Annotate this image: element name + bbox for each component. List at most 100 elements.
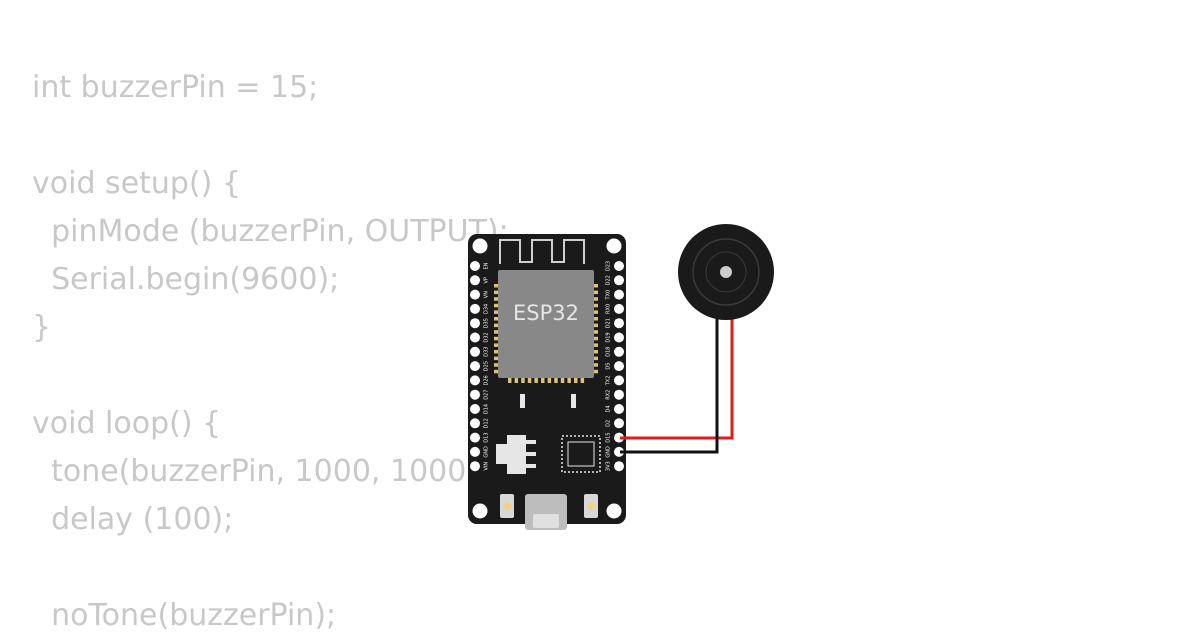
code-line: }: [32, 310, 52, 345]
pin-label: GND: [606, 446, 612, 458]
module-pad: [547, 378, 552, 383]
pin-tx2[interactable]: [614, 375, 624, 386]
module-pad: [494, 369, 498, 374]
module-pad: [594, 369, 598, 374]
module-pad: [594, 323, 598, 328]
esp32-module: [498, 270, 594, 378]
boot-button[interactable]: [584, 494, 598, 518]
pin-d26[interactable]: [470, 375, 480, 386]
pin-label: D32: [484, 332, 490, 342]
pin-label: D27: [484, 390, 490, 400]
code-listing: int buzzerPin = 15;void setup() { pinMod…: [32, 64, 509, 640]
pin-vn[interactable]: [470, 289, 480, 300]
mounting-hole: [472, 238, 488, 254]
pin-d13[interactable]: [470, 432, 480, 443]
pin-d12[interactable]: [470, 418, 480, 429]
pin-d2[interactable]: [614, 418, 624, 429]
pin-label: D22: [606, 275, 612, 285]
code-line: Serial.begin(9600);: [32, 262, 340, 297]
piezo-buzzer[interactable]: [678, 224, 774, 320]
pin-d34[interactable]: [470, 303, 480, 314]
module-pad: [527, 378, 532, 383]
pin-d21[interactable]: [614, 318, 624, 329]
pin-gnd[interactable]: [470, 446, 480, 457]
mounting-hole: [472, 503, 488, 519]
pin-d25[interactable]: [470, 361, 480, 372]
pin-vp[interactable]: [470, 275, 480, 286]
module-pad: [594, 343, 598, 347]
module-pad: [494, 323, 498, 328]
pin-label: D35: [484, 318, 490, 328]
pin-d15[interactable]: [614, 432, 624, 443]
pin-label: D18: [606, 347, 612, 357]
module-pad: [594, 336, 598, 341]
wire-negative-black: [620, 318, 719, 454]
pin-d19[interactable]: [614, 332, 624, 343]
smd-pad: [571, 394, 576, 408]
pin-rx0[interactable]: [614, 303, 624, 314]
code-line: delay (100);: [32, 502, 234, 537]
module-pad: [494, 297, 498, 301]
buzzer-ring-inner: [705, 251, 747, 293]
mounting-hole: [606, 503, 622, 519]
module-pad: [494, 330, 498, 334]
en-button[interactable]: [500, 494, 514, 518]
pin-vin[interactable]: [470, 461, 480, 472]
pin-tx0[interactable]: [614, 289, 624, 300]
left-pin-header: ENVPVND34D35D32D33D25D26D27D14D12D13GNDV…: [470, 261, 490, 472]
mounting-hole: [606, 238, 622, 254]
code-line: int buzzerPin = 15;: [32, 70, 319, 105]
module-pad: [494, 303, 498, 308]
pin-label: RX2: [606, 390, 612, 400]
module-pad: [494, 317, 498, 321]
pin-label: TX2: [606, 376, 612, 387]
pin-label: D19: [606, 332, 612, 342]
code-line: void setup() {: [32, 166, 241, 201]
pin-d27[interactable]: [470, 389, 480, 400]
module-pad: [521, 378, 525, 383]
pin-d32[interactable]: [470, 332, 480, 343]
pin-d14[interactable]: [470, 404, 480, 414]
pin-en[interactable]: [470, 261, 480, 271]
pin-label: D26: [484, 375, 490, 385]
wire-positive-red: [620, 318, 734, 440]
module-pad: [514, 378, 519, 383]
buzzer-ring: [692, 238, 760, 306]
pin-label: D12: [484, 418, 490, 428]
pin-d5[interactable]: [614, 361, 624, 372]
module-pad: [580, 378, 585, 383]
module-pad: [554, 378, 558, 383]
pin-3v3[interactable]: [614, 461, 624, 472]
pin-d22[interactable]: [614, 275, 624, 286]
antenna-trace: [499, 239, 585, 264]
pin-label: VP: [484, 277, 490, 283]
pin-d18[interactable]: [614, 346, 624, 357]
module-pad: [567, 378, 571, 383]
pin-label: RX0: [606, 304, 612, 314]
pin-rx2[interactable]: [614, 389, 624, 400]
module-pad: [574, 378, 578, 383]
module-pad: [594, 290, 598, 295]
code-line: noTone(buzzerPin);: [32, 598, 337, 633]
module-pad: [494, 343, 498, 347]
pin-label: VIN: [484, 462, 490, 471]
usb-uart-chip: [561, 435, 601, 473]
micro-usb-connector[interactable]: [525, 494, 567, 530]
right-pin-header: D23D22TX0RX0D21D19D18D5TX2RX2D4D2D15GND3…: [606, 261, 624, 472]
buzzer-hole: [720, 266, 732, 278]
module-pad: [494, 284, 498, 288]
pin-d4[interactable]: [614, 404, 624, 414]
pin-d33[interactable]: [470, 346, 480, 357]
pin-label: D23: [606, 261, 612, 271]
module-pad: [534, 378, 538, 383]
pin-label: D13: [484, 432, 490, 442]
pin-d35[interactable]: [470, 318, 480, 329]
module-pad: [594, 317, 598, 321]
pin-gnd[interactable]: [614, 446, 624, 457]
module-pad: [494, 310, 498, 314]
smd-pad: [520, 394, 525, 408]
pin-d23[interactable]: [614, 261, 624, 271]
pin-label: D14: [484, 404, 490, 414]
